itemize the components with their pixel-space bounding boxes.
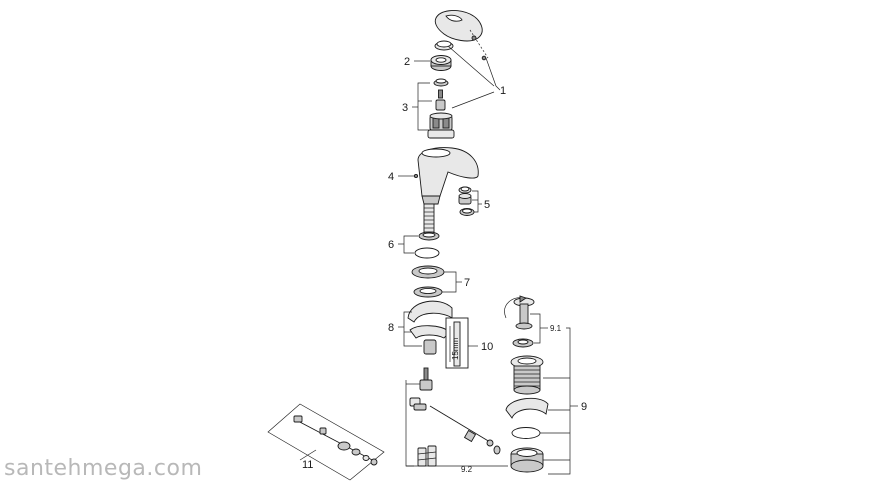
label-part-3: 3 xyxy=(402,102,408,114)
stem-screw xyxy=(435,89,446,111)
washer-set xyxy=(414,231,440,259)
horseshoe-washer xyxy=(407,300,453,355)
mounting-ring xyxy=(411,265,445,298)
faucet-body xyxy=(413,147,479,235)
cartridge xyxy=(427,112,455,139)
cap-ring xyxy=(434,40,454,51)
tie-rod-detail xyxy=(445,317,469,369)
adjusting-ring xyxy=(433,78,449,87)
linkage-rod xyxy=(429,405,501,455)
label-part-9: 9 xyxy=(581,401,587,413)
leader-lines xyxy=(299,45,578,475)
label-part-6: 6 xyxy=(388,239,394,251)
label-part-11: 11 xyxy=(302,459,313,471)
lever-handle xyxy=(434,10,489,61)
label-part-9-1: 9.1 xyxy=(550,324,562,333)
hex-nut xyxy=(430,55,452,71)
label-part-9-2: 9.2 xyxy=(461,465,473,474)
label-part-7: 7 xyxy=(464,277,470,289)
watermark: santehmega.com xyxy=(4,456,203,481)
label-part-8: 8 xyxy=(388,322,394,334)
waste-nut xyxy=(510,447,544,473)
label-part-1: 1 xyxy=(500,85,506,97)
pop-up-plug xyxy=(504,295,535,330)
label-part-5: 5 xyxy=(484,199,490,211)
waste-o-ring xyxy=(511,427,541,439)
label-part-4: 4 xyxy=(388,171,394,183)
part-labels: 1 2 3 4 5 6 7 8 9 9.1 9.2 10 15mm 11 xyxy=(302,56,587,474)
linkage-connector xyxy=(409,367,433,411)
label-part-10-dimension: 15mm xyxy=(451,337,460,360)
label-part-10: 10 xyxy=(481,341,493,353)
aerator-set xyxy=(458,186,475,216)
label-part-2: 2 xyxy=(404,56,410,68)
plug-seal xyxy=(512,338,534,348)
connector-hoses xyxy=(417,445,437,467)
waste-thread-body xyxy=(513,365,541,395)
pop-up-rod-assembly xyxy=(267,403,385,481)
waste-flange xyxy=(510,355,544,369)
waste-horseshoe xyxy=(505,397,549,419)
